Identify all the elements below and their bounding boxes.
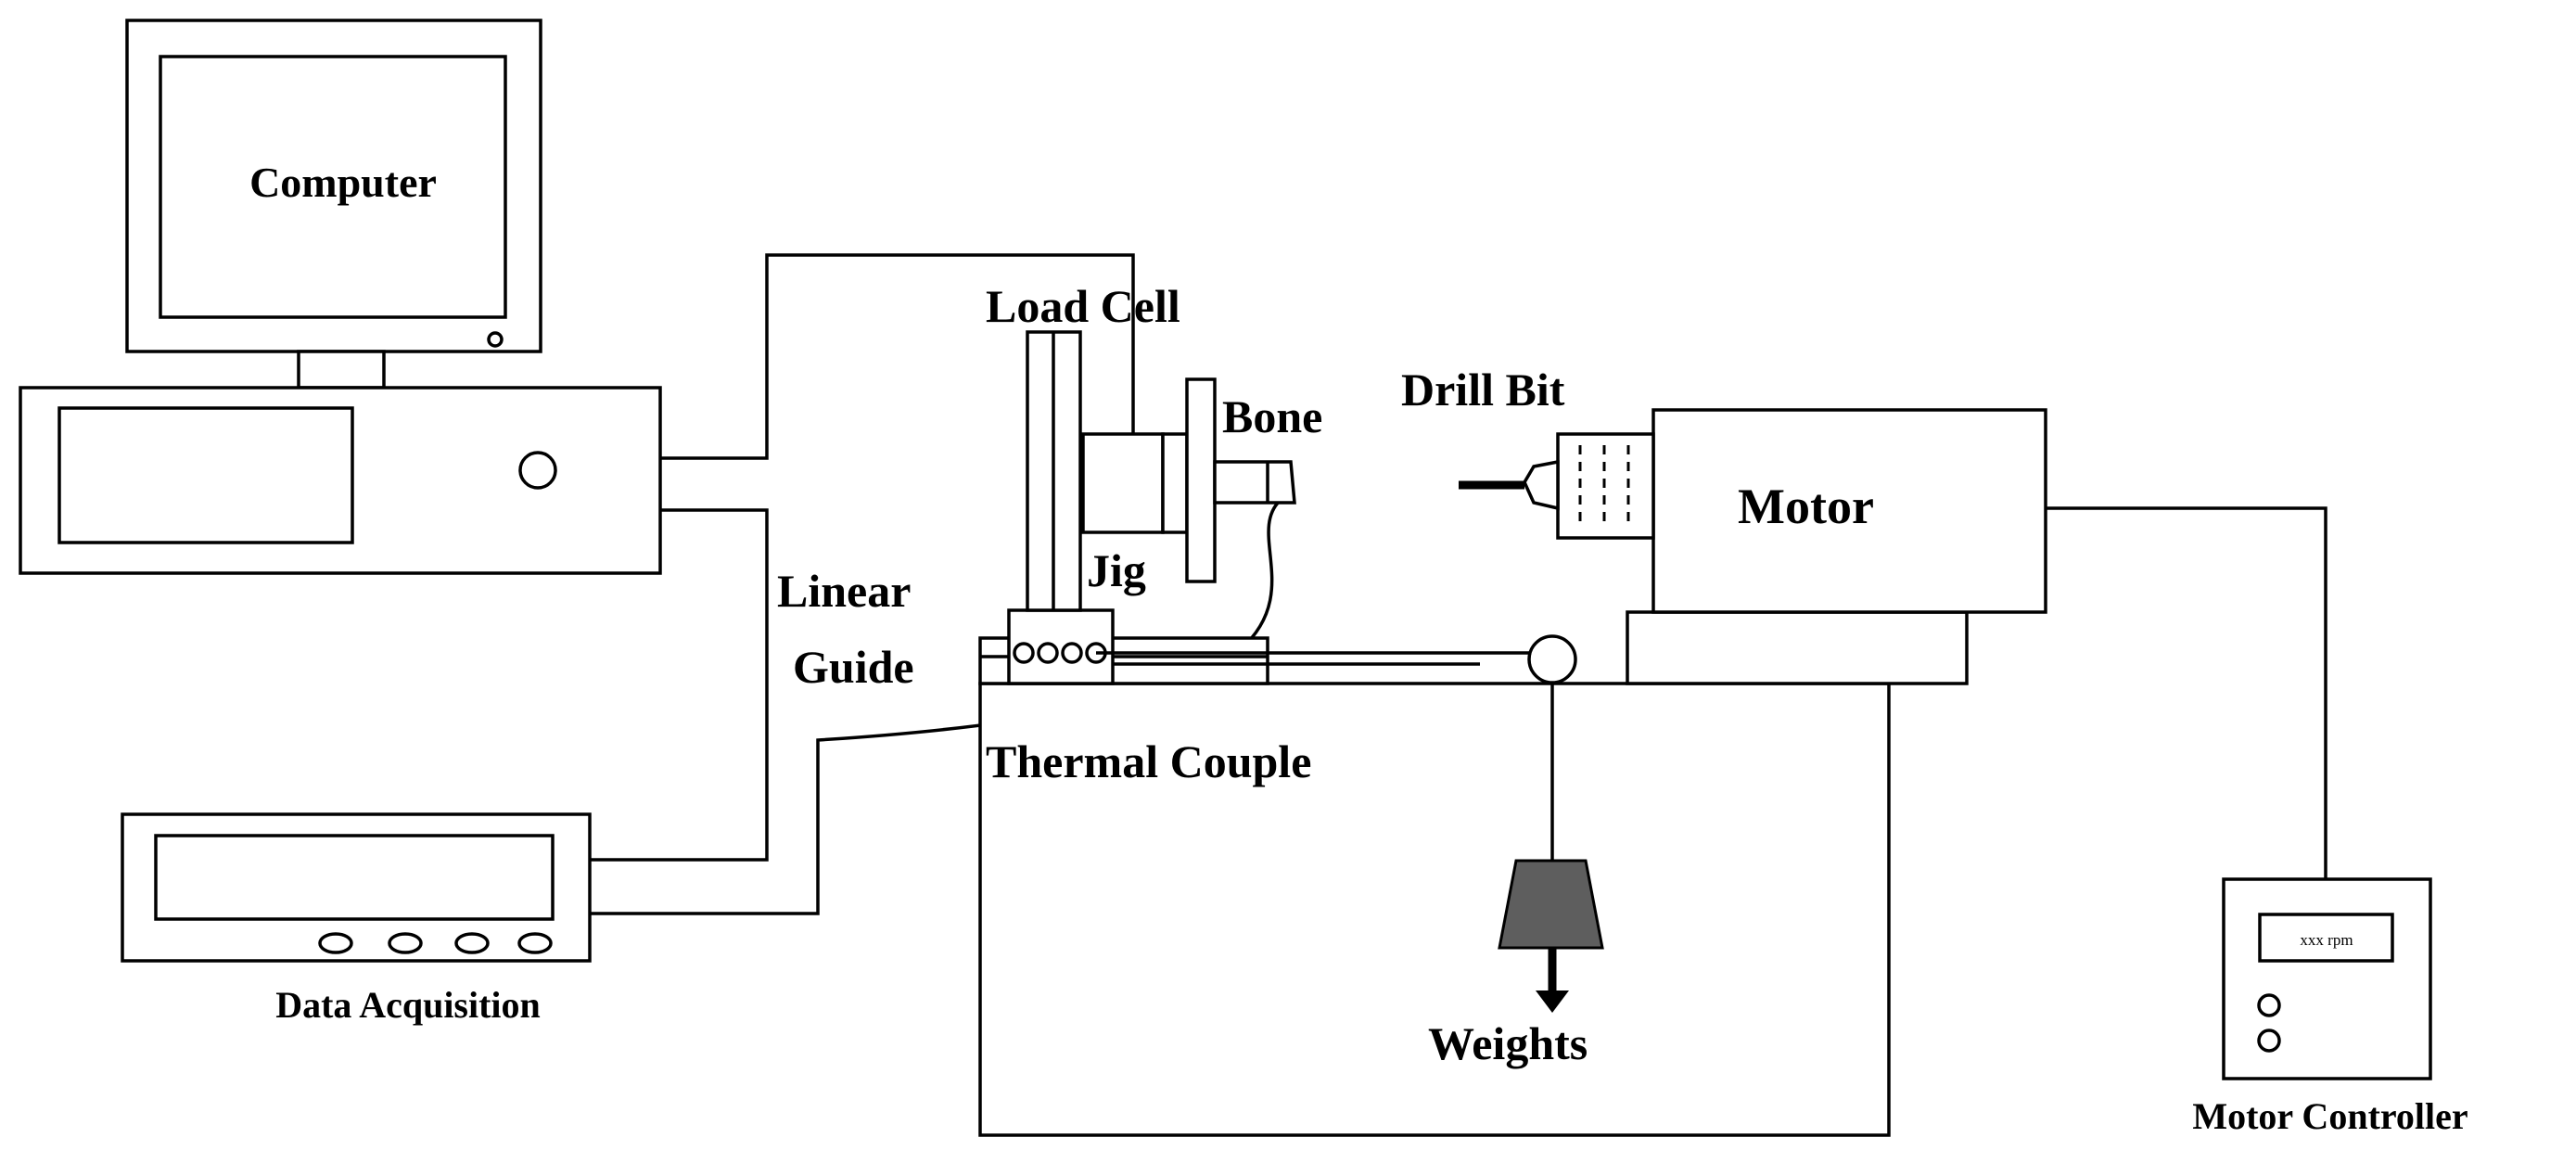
load-cell-label: Load Cell [986, 280, 1180, 332]
data-acquisition-display [154, 834, 555, 921]
weight-arrow-head [1536, 990, 1569, 1013]
motor-controller-cable [2046, 506, 2327, 879]
computer-drive-bay [57, 406, 354, 544]
computer-screen [159, 55, 507, 319]
thermal-couple-label: Thermal Couple [986, 735, 1311, 787]
jig-label: Jig [1087, 544, 1146, 596]
controller-display-text: xxx rpm [2300, 931, 2353, 949]
data-acquisition-label: Data Acquisition [275, 984, 541, 1026]
carriage-bolt-1 [1013, 642, 1035, 664]
computer-group: Computer [19, 19, 662, 575]
weight-block [1498, 859, 1604, 950]
daq-button-3 [454, 932, 490, 954]
computer-label: Computer [249, 159, 437, 206]
motor-label: Motor [1738, 479, 1874, 534]
monitor-stand [297, 350, 386, 390]
jig-plate [1185, 377, 1217, 583]
pulley [1527, 634, 1577, 684]
linear-guide-label-line1: Linear [777, 565, 911, 617]
bone-label: Bone [1222, 390, 1322, 442]
linear-guide-carriage [1007, 608, 1115, 685]
daq-button-2 [388, 932, 423, 954]
carriage-bolt-3 [1061, 642, 1083, 664]
carriage-bolt-2 [1037, 642, 1059, 664]
computer-to-daq-cable [590, 508, 769, 862]
controller-knob-1 [2257, 993, 2281, 1017]
monitor-power-button [487, 331, 504, 348]
motor-controller-group: xxx rpm Motor Controller [2192, 877, 2468, 1137]
motor-body [1651, 408, 2047, 614]
motor-controller-unit [2222, 877, 2432, 1080]
motor-controller-label: Motor Controller [2192, 1095, 2468, 1137]
weights-label: Weights [1428, 1017, 1588, 1069]
data-acquisition-group: Data Acquisition [121, 812, 592, 1026]
controller-knob-2 [2257, 1029, 2281, 1053]
computer-power-button [518, 451, 557, 490]
computer-to-loadcell-cable [660, 253, 1135, 460]
chuck-grip-lines [1578, 445, 1630, 529]
daq-button-1 [318, 932, 353, 954]
test-table [978, 682, 1891, 1137]
load-cell-collar [1161, 432, 1189, 534]
daq-button-4 [517, 932, 553, 954]
controller-display [2258, 913, 2394, 963]
chuck-nose [1523, 459, 1560, 511]
drill-bit-label: Drill Bit [1401, 364, 1565, 415]
motor-mount [1626, 610, 1969, 685]
linear-guide-label-line2: Guide [793, 641, 914, 693]
load-cell-body [1081, 432, 1165, 534]
bone-specimen [1213, 460, 1296, 505]
